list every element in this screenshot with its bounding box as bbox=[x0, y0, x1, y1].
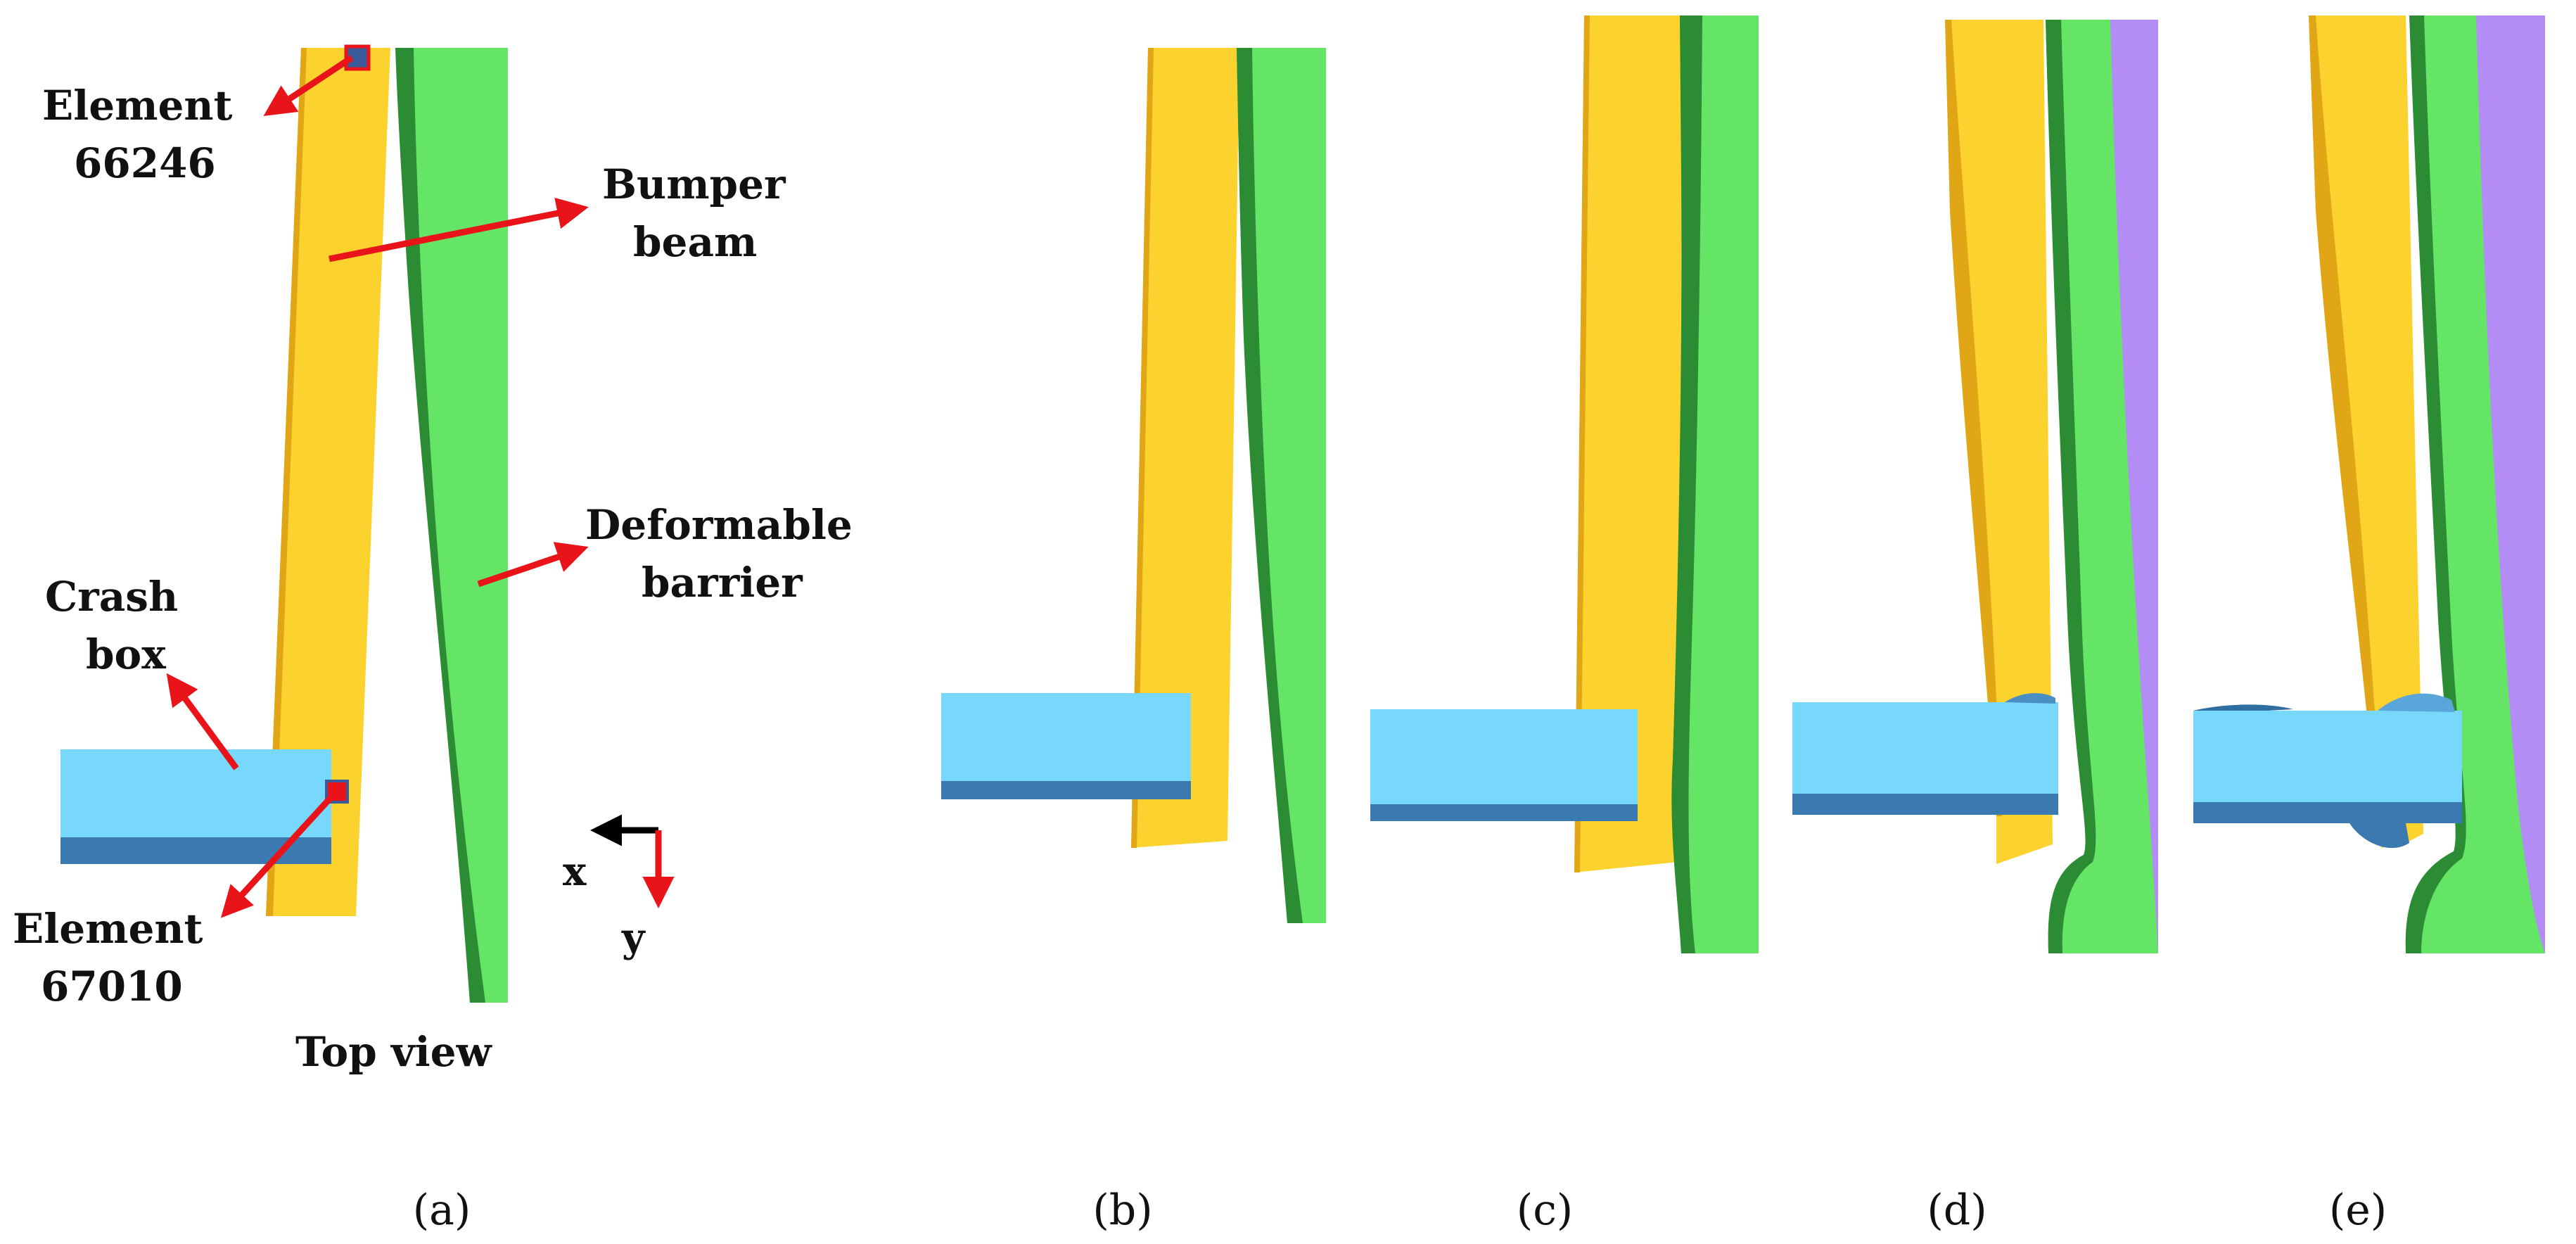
crash-box-e-bulge-top bbox=[2378, 693, 2455, 712]
label-element-67010-line2: 67010 bbox=[41, 963, 183, 1010]
axis-y-label: y bbox=[621, 915, 646, 961]
bumper-beam-c-edge bbox=[1574, 15, 1590, 872]
bumper-beam-c bbox=[1574, 15, 1683, 872]
deformable-barrier-e bbox=[2405, 15, 2545, 953]
crash-box-d-fold bbox=[2005, 693, 2055, 704]
panel-a: Element 66246 Bumper beam Deformable bar… bbox=[13, 44, 853, 1076]
crash-box-e-shade bbox=[2193, 802, 2462, 823]
bumper-beam-edge bbox=[266, 48, 307, 916]
crash-box-c-shade bbox=[1370, 804, 1638, 821]
bumper-beam-e bbox=[2309, 15, 2423, 848]
label-element-67010-line1: Element bbox=[13, 905, 203, 953]
deformable-barrier-d bbox=[2046, 20, 2158, 953]
caption-e: (e) bbox=[2329, 1186, 2387, 1235]
arrow-crash-box bbox=[166, 673, 239, 770]
label-bumper-beam-line1: Bumper bbox=[602, 160, 786, 208]
panel-e bbox=[2193, 15, 2545, 953]
deformable-barrier-c-shade bbox=[1671, 15, 1702, 953]
crash-box-e-bulge-bottom bbox=[2349, 823, 2409, 849]
label-deformable-barrier-line1: Deformable bbox=[585, 501, 853, 549]
deformable-barrier bbox=[395, 48, 508, 1003]
crash-box-b bbox=[941, 693, 1191, 781]
bumper-beam-b-edge bbox=[1131, 48, 1154, 848]
caption-d: (d) bbox=[1927, 1186, 1987, 1235]
panel-c bbox=[1370, 15, 1759, 953]
deformable-barrier-shade bbox=[395, 48, 485, 1003]
bumper-beam-d-edge bbox=[1945, 20, 2002, 816]
caption-c: (c) bbox=[1517, 1186, 1573, 1235]
caption-b: (b) bbox=[1092, 1186, 1152, 1235]
panel-b bbox=[941, 48, 1326, 923]
panel-d bbox=[1792, 20, 2158, 953]
crash-box-d bbox=[1792, 702, 2058, 794]
crash-box-b-shade bbox=[941, 781, 1191, 799]
arrow-element-66246 bbox=[263, 55, 354, 116]
caption-a: (a) bbox=[413, 1186, 471, 1235]
deformable-barrier-b bbox=[1237, 48, 1326, 923]
bumper-beam-e-edge bbox=[2309, 15, 2380, 788]
label-element-66246-line1: Element bbox=[42, 82, 233, 129]
label-top-view: Top view bbox=[295, 1028, 493, 1076]
crash-box bbox=[60, 749, 331, 837]
label-bumper-beam-line2: beam bbox=[633, 218, 757, 266]
axis-x-label: x bbox=[563, 849, 587, 895]
label-crash-box-line2: box bbox=[86, 630, 166, 678]
deformable-barrier-b-shade bbox=[1237, 48, 1303, 923]
deformable-barrier-d-shade bbox=[2046, 20, 2096, 953]
bumper-beam-d bbox=[1945, 20, 2053, 864]
arrow-element-67010 bbox=[220, 789, 339, 918]
crash-box-e bbox=[2193, 711, 2462, 802]
crash-box-c bbox=[1370, 709, 1638, 804]
arrow-deformable-barrier bbox=[477, 542, 589, 588]
label-crash-box-line1: Crash bbox=[45, 573, 178, 621]
arrow-bumper-beam bbox=[329, 197, 589, 262]
crash-box-d-shade bbox=[1792, 794, 2058, 815]
label-deformable-barrier-line2: barrier bbox=[642, 559, 803, 607]
bumper-beam-b bbox=[1131, 48, 1239, 848]
label-element-66246-line2: 66246 bbox=[74, 139, 216, 187]
